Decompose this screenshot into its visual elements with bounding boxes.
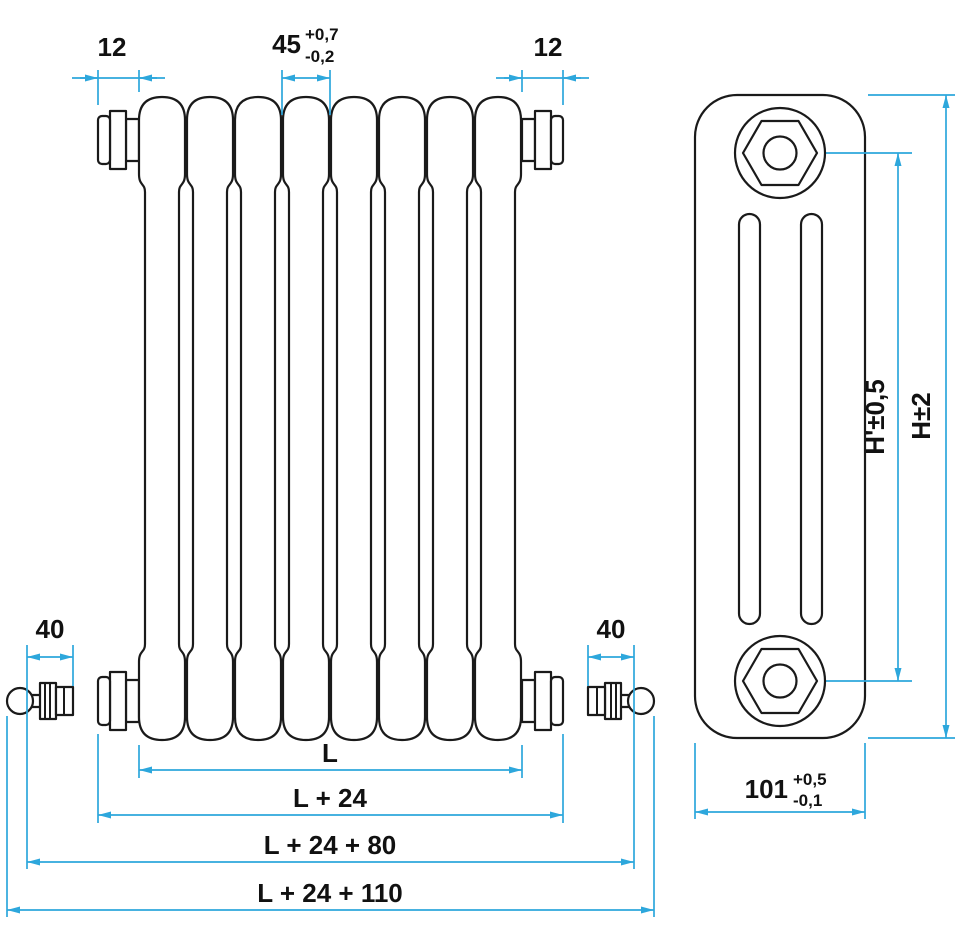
port-bottom [733, 634, 827, 728]
dimension-length-24-80: L + 24 + 80 [27, 830, 634, 866]
plug-hex-body [533, 670, 553, 732]
valve-ball [626, 686, 656, 716]
plug-bottom-left [96, 670, 141, 732]
dimension-label: L + 24 + 110 [257, 878, 403, 908]
dimension-section-pitch: 45 +0,7 -0,2 [272, 25, 339, 115]
column-groove-left [737, 212, 762, 626]
tolerance-minus: -0,2 [305, 47, 334, 66]
dimension-length-24-110: L + 24 + 110 [6, 716, 655, 917]
plug-collar [520, 678, 537, 724]
radiator-section [329, 95, 379, 742]
radiator-section [233, 95, 283, 742]
plug-collar [520, 117, 537, 163]
column-groove-right [799, 212, 824, 626]
dimension-label: L + 24 [293, 783, 368, 813]
valve-bottom-left [5, 681, 75, 721]
dimension-valve-left: 40 [26, 614, 74, 869]
radiator-section [425, 95, 475, 742]
plug-hex-body [533, 109, 553, 171]
tolerance-minus: -0,1 [793, 791, 822, 810]
valve-union-nut [603, 681, 623, 721]
plug-top-right [520, 109, 565, 171]
port-top [733, 106, 827, 200]
dimension-plug-left: 12 [72, 32, 165, 105]
dimension-label: L + 24 + 80 [264, 830, 397, 860]
valve-bottom-right [586, 681, 656, 721]
radiator-sections [137, 95, 523, 742]
plug-cap [96, 114, 112, 166]
radiator-section [473, 95, 523, 742]
plug-cap [549, 675, 565, 727]
plug-hex-body [108, 109, 128, 171]
plug-hex-body [108, 670, 128, 732]
dimension-label: H±2 [906, 392, 936, 440]
front-view: 12 45 +0,7 -0,2 12 40 [5, 25, 656, 917]
side-view: H'±0,5 H±2 101 +0,5 -0,1 [693, 93, 955, 819]
dimension-height-overall: H±2 [868, 94, 955, 739]
dimension-label: 40 [597, 614, 626, 644]
tolerance-plus: +0,5 [793, 770, 827, 789]
port-opening [762, 663, 798, 699]
dimension-label: H'±0,5 [860, 379, 890, 454]
dimension-label: 101 [745, 774, 788, 804]
dimension-label: 45 [272, 29, 301, 59]
dimension-length-24: L + 24 [97, 734, 564, 823]
plug-cap [96, 675, 112, 727]
dimension-plug-right: 12 [496, 32, 589, 105]
port-opening [762, 135, 798, 171]
plug-collar [124, 678, 141, 724]
dimension-label: 12 [98, 32, 127, 62]
valve-ball [5, 686, 35, 716]
dimension-valve-right: 40 [587, 614, 635, 869]
radiator-section [377, 95, 427, 742]
radiator-section [185, 95, 235, 742]
tolerance-plus: +0,7 [305, 25, 339, 44]
dimension-length: L [138, 738, 523, 778]
radiator-section [137, 95, 187, 742]
dimension-depth: 101 +0,5 -0,1 [694, 743, 866, 819]
dimension-label: L [322, 738, 338, 768]
valve-union-nut [38, 681, 58, 721]
plug-top-left [96, 109, 141, 171]
dimension-label: 12 [534, 32, 563, 62]
dimension-label: 40 [36, 614, 65, 644]
plug-cap [549, 114, 565, 166]
dimension-height-axis: H'±0,5 [860, 153, 902, 681]
radiator-section [281, 95, 331, 742]
plug-bottom-right [520, 670, 565, 732]
plug-collar [124, 117, 141, 163]
